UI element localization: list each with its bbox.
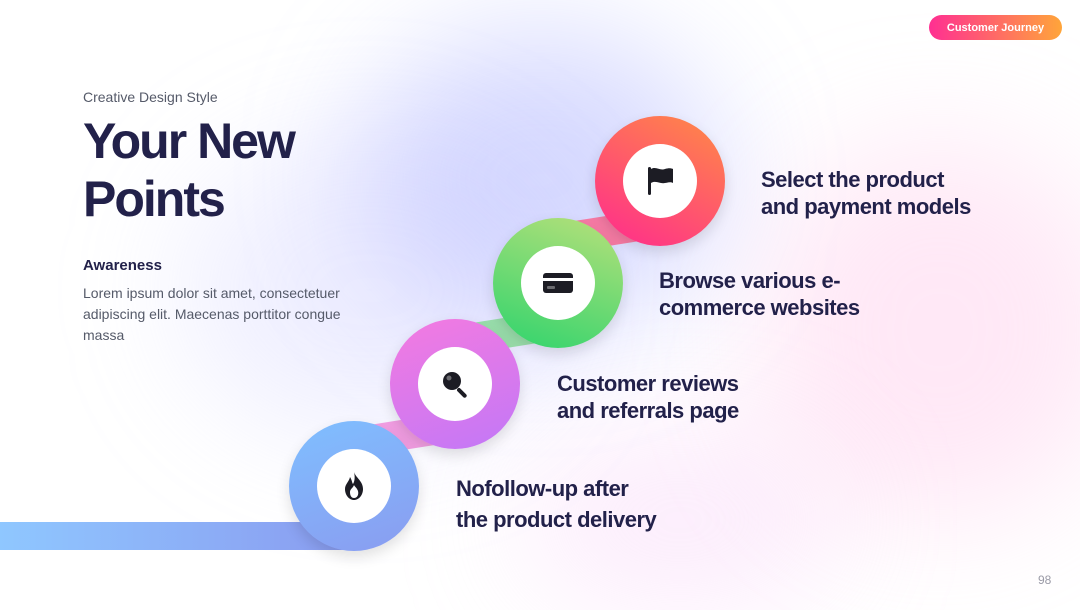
step-1-line-1: Nofollow-up after — [456, 476, 629, 501]
subtitle: Creative Design Style — [83, 89, 218, 105]
step-circle-3 — [493, 218, 623, 348]
step-text-4: Select the product and payment models — [761, 166, 971, 220]
page-title: Your New Points — [83, 112, 296, 228]
page-number: 98 — [1038, 573, 1052, 587]
step-4-line-1: Select the product — [761, 167, 944, 192]
step-circle-2 — [390, 319, 520, 449]
step-circle-1 — [289, 421, 419, 551]
credit-card-icon — [543, 273, 573, 293]
background-blur-pink-lower — [520, 430, 840, 610]
step-3-line-1: Browse various e- — [659, 268, 841, 293]
awareness-label: Awareness — [83, 257, 162, 274]
step-text-1: Nofollow-up after the product delivery — [456, 473, 657, 535]
step-2-line-2: and referrals page — [557, 398, 739, 423]
connector-base — [0, 522, 350, 550]
awareness-text: Lorem ipsum dolor sit amet, consectetuer… — [83, 285, 341, 343]
fire-icon — [345, 472, 363, 500]
step-text-2: Customer reviews and referrals page — [557, 370, 739, 424]
background-blur-pink — [760, 140, 1080, 520]
section-badge: Customer Journey — [929, 15, 1062, 40]
step-3-line-2: commerce websites — [659, 295, 860, 320]
step-2-line-1: Customer reviews — [557, 371, 739, 396]
title-line-1: Your New — [83, 113, 296, 169]
flag-icon — [648, 167, 673, 195]
search-icon — [443, 372, 467, 398]
title-line-2: Points — [83, 171, 226, 227]
step-4-line-2: and payment models — [761, 194, 971, 219]
step-text-3: Browse various e- commerce websites — [659, 267, 860, 321]
step-1-line-2: the product delivery — [456, 507, 657, 532]
step-circle-4 — [595, 116, 725, 246]
